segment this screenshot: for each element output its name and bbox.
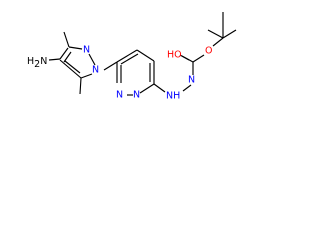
bond-pz-n1-c5 — [80, 73, 93, 79]
bond-methyl-bottom — [79, 77, 82, 95]
bond-pz-to-pd — [103, 61, 118, 71]
hydrazine-nh-label: NH — [166, 91, 180, 102]
bond-nh-n — [182, 84, 192, 92]
bond-tbu-b — [222, 29, 237, 39]
bond-methyl-top — [63, 31, 70, 48]
bond-amino — [48, 58, 61, 61]
bond-pd-to-nh — [153, 83, 166, 93]
bond-pd-c4-c5 — [136, 49, 155, 62]
amino-label: H2N — [27, 56, 47, 70]
molecule-canvas: H2N N N N N NH N HO O — [0, 0, 253, 124]
bond-pd-c3-c4-double — [120, 53, 139, 65]
bond-o-tbu — [212, 37, 224, 47]
pyridazine-n1-label: N — [133, 90, 140, 101]
bond-pz-c5-c4 — [59, 59, 82, 79]
bond-lines — [48, 12, 237, 96]
pyrazole-n1-label: N — [92, 65, 99, 76]
bond-pd-c3-c4 — [116, 49, 138, 63]
atom-labels: H2N N N N N NH N HO O — [27, 45, 212, 102]
bond-pz-c4-c3-double — [63, 51, 72, 63]
bond-c-o — [192, 54, 205, 63]
bond-pz-n2-n1 — [88, 53, 96, 66]
structure-diagram: H2N N N N N NH N HO O — [27, 12, 237, 102]
hydroxyl-label: HO — [167, 50, 182, 61]
bond-pz-c3-n2 — [68, 46, 83, 50]
hydrazine-n-label: N — [188, 75, 195, 86]
pyrazole-n2-label: N — [83, 45, 90, 56]
bond-pz-c4-c3 — [59, 47, 69, 60]
bond-pz-c5-c4-double — [64, 60, 81, 74]
pyridazine-n2-label: N — [116, 90, 123, 101]
bond-pd-c6-n1 — [139, 83, 155, 94]
bond-c-ho-double — [179, 54, 190, 61]
ether-oxygen-label: O — [205, 46, 212, 57]
bond-tbu-c — [207, 29, 224, 39]
